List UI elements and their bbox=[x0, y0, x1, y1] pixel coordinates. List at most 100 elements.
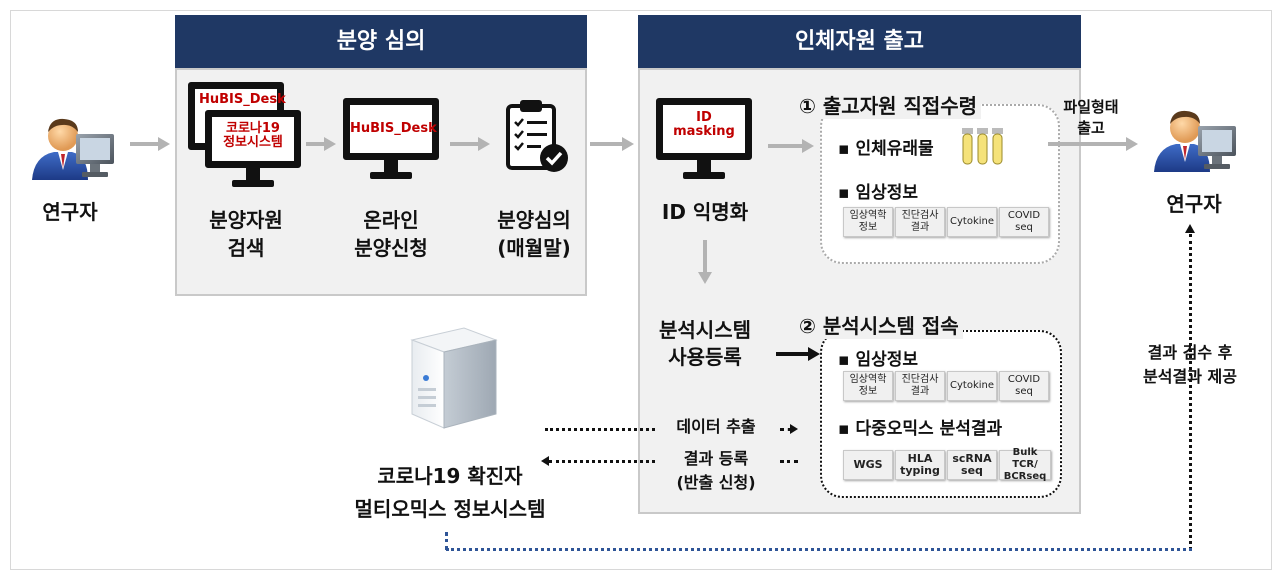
arrow-to-release bbox=[590, 142, 624, 146]
masking-line2: masking bbox=[673, 124, 735, 139]
chip-text: Bulk TCR/ bbox=[1012, 447, 1038, 470]
researcher-left-label: 연구자 bbox=[42, 200, 98, 224]
register-dotted-line-right bbox=[780, 460, 798, 463]
arrow-to-review bbox=[450, 142, 480, 146]
chip-text: 임상역학 bbox=[849, 210, 887, 221]
chip-text: COVID bbox=[1007, 210, 1041, 221]
search-label-2: 검색 bbox=[227, 236, 265, 260]
option2-chip-3: Cytokine bbox=[947, 371, 997, 401]
monitor-front-neck bbox=[246, 168, 260, 180]
chip-text: COVID bbox=[1007, 374, 1041, 385]
monitor-front: 코로나19 정보시스템 bbox=[205, 110, 301, 168]
extract-dotted-arrow bbox=[780, 428, 792, 431]
result-review-2: 분석결과 제공 bbox=[1143, 367, 1237, 386]
arrow-to-search-head bbox=[158, 137, 170, 151]
file-delivery-2: 출고 bbox=[1077, 119, 1105, 137]
arrow-to-review-head bbox=[478, 137, 490, 151]
chip-text: seq bbox=[1015, 386, 1033, 397]
chip-text: Cytokine bbox=[950, 216, 994, 227]
extract-arrow-head bbox=[790, 424, 798, 434]
return-dotted-vertical bbox=[1189, 234, 1192, 550]
omics-chip-4: Bulk TCR/BCRseq bbox=[999, 447, 1051, 482]
monitor-online-base bbox=[370, 172, 412, 179]
monitor-online-neck bbox=[384, 160, 398, 172]
masking-label: ID 익명화 bbox=[661, 200, 749, 224]
register-result-2: (반출 신청) bbox=[676, 473, 756, 492]
screen-online-text: HuBIS_Desk bbox=[350, 121, 437, 136]
option1-chip-3: Cytokine bbox=[947, 207, 997, 237]
review-label-2: (매월말) bbox=[497, 236, 571, 260]
arrow-to-search bbox=[130, 142, 160, 146]
chip-text: seq bbox=[1015, 222, 1033, 233]
extract-label: 데이터 추출 bbox=[676, 417, 756, 436]
arrow-to-online-head bbox=[324, 137, 336, 151]
arrow-to-option2 bbox=[776, 352, 810, 356]
online-label-1: 온라인 bbox=[363, 208, 419, 232]
register-dotted-line bbox=[549, 460, 655, 463]
option1-bullet2-text: 임상정보 bbox=[855, 183, 919, 203]
register-label-1: 분석시스템 bbox=[659, 318, 751, 342]
option1-title: ① 출고자원 직접수령 bbox=[795, 90, 982, 119]
register-label-2: 사용등록 bbox=[668, 345, 742, 369]
option2-title: ② 분석시스템 접속 bbox=[795, 310, 963, 339]
monitor-masking-base bbox=[683, 172, 725, 179]
researcher-right-label: 연구자 bbox=[1166, 192, 1222, 216]
return-arrow-head bbox=[1185, 224, 1195, 233]
screen-front-line1: 코로나19 bbox=[226, 121, 280, 136]
chip-text: 결과 bbox=[910, 386, 930, 397]
option2-bullet1: ▪ 임상정보 bbox=[838, 350, 919, 370]
chip-text: 진단검사 bbox=[901, 210, 939, 221]
arrow-to-register bbox=[703, 240, 707, 274]
arrow-to-online bbox=[306, 142, 326, 146]
monitor-online: HuBIS_Desk bbox=[343, 98, 439, 160]
researcher-icon bbox=[32, 118, 114, 180]
chip-text: Cytokine bbox=[950, 380, 994, 391]
option1-box bbox=[820, 104, 1060, 264]
return-dotted-bottom bbox=[446, 548, 1192, 551]
masking-line1: ID bbox=[696, 110, 712, 125]
omics-chip-1: WGS bbox=[843, 450, 893, 480]
clipboard-check-icon bbox=[506, 100, 568, 172]
file-delivery-1: 파일형태 bbox=[1063, 98, 1119, 116]
chip-text: HLA bbox=[907, 452, 933, 465]
arrow-to-option1 bbox=[768, 144, 804, 148]
screen-back-text: HuBIS_Desk bbox=[199, 92, 286, 107]
chip-text: 결과 bbox=[910, 222, 930, 233]
option2-bullet2-text: 다중오믹스 분석결과 bbox=[855, 419, 1003, 439]
server-icon bbox=[410, 327, 498, 429]
screen-front-line2: 정보시스템 bbox=[223, 135, 283, 150]
option1-bullet1: ▪ 인체유래물 bbox=[838, 139, 934, 159]
chip-text: 정보 bbox=[858, 386, 878, 397]
return-dotted-left bbox=[445, 532, 448, 550]
review-label-1: 분양심의 bbox=[497, 208, 571, 232]
extract-dotted-line bbox=[545, 428, 655, 431]
arrow-to-option1-head bbox=[802, 139, 814, 153]
option2-bullet1-text: 임상정보 bbox=[855, 350, 919, 370]
option1-bullet2: ▪ 임상정보 bbox=[838, 183, 919, 203]
monitor-masking-neck bbox=[697, 160, 711, 172]
arrow-to-release-head bbox=[622, 137, 634, 151]
test-tubes-icon bbox=[962, 128, 1003, 165]
result-review-1: 결과 검수 후 bbox=[1147, 343, 1233, 362]
chip-text: 임상역학 bbox=[849, 374, 887, 385]
online-label-2: 분양신청 bbox=[354, 236, 428, 260]
chip-text: BCRseq bbox=[1003, 471, 1047, 482]
monitor-front-base bbox=[232, 180, 274, 187]
monitor-masking: ID masking bbox=[656, 98, 752, 160]
option2-bullet2: ▪ 다중오믹스 분석결과 bbox=[838, 419, 1003, 439]
chip-text: seq bbox=[961, 464, 983, 477]
register-result-1: 결과 등록 bbox=[683, 449, 749, 468]
register-arrow-head bbox=[541, 456, 549, 466]
researcher-icon bbox=[1154, 110, 1236, 172]
review-panel-header: 분양 심의 bbox=[175, 15, 587, 68]
chip-text: 정보 bbox=[858, 222, 878, 233]
option1-bullet1-text: 인체유래물 bbox=[855, 139, 934, 159]
